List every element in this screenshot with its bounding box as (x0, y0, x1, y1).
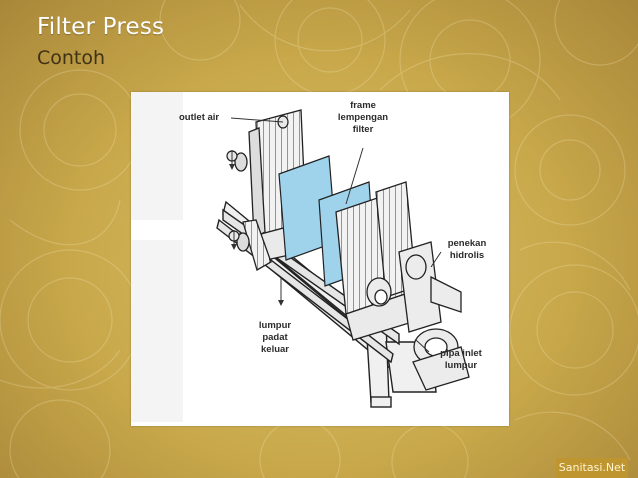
filter-press-illustration (131, 92, 470, 426)
label-penekan-line-2: hidrolis (449, 250, 485, 261)
label-outlet-line: outlet air (179, 112, 220, 123)
label-pipa-line-2: lumpur (444, 360, 478, 371)
leader-lines (230, 117, 442, 353)
panel-edge (131, 92, 183, 426)
arrow-down-icon (278, 300, 284, 306)
hydraulic-head (366, 241, 470, 391)
label-frame-line-2: lempengan (337, 112, 389, 123)
label-outlet-air: outlet air (179, 112, 219, 124)
slide-subtitle: Contoh (37, 47, 106, 69)
label-pipa-line-1: pipa inlet (440, 348, 482, 359)
label-pipa: pipa inlet lumpur (431, 348, 491, 372)
label-frame: frame lempengan filter (331, 100, 395, 136)
arrow-down-icon (231, 244, 237, 250)
label-lumpur-line-1: lumpur (258, 320, 292, 331)
label-penekan: penekan hidrolis (437, 238, 497, 262)
label-penekan-line-1: penekan (447, 238, 487, 249)
slide-title: Filter Press (37, 14, 165, 40)
label-lumpur-line-2: padat (262, 332, 288, 343)
label-lumpur: lumpur padat keluar (253, 320, 297, 356)
label-frame-line-3: filter (352, 124, 374, 135)
label-lumpur-line-3: keluar (261, 344, 289, 355)
diagram-panel: outlet air frame lempengan filter peneka… (131, 92, 509, 426)
brand-badge[interactable]: Sanitasi.Net (556, 458, 628, 478)
brand-text: Sanitasi.Net (558, 461, 626, 474)
arrow-down-icon (229, 164, 235, 170)
label-frame-line-1: frame (350, 100, 376, 111)
